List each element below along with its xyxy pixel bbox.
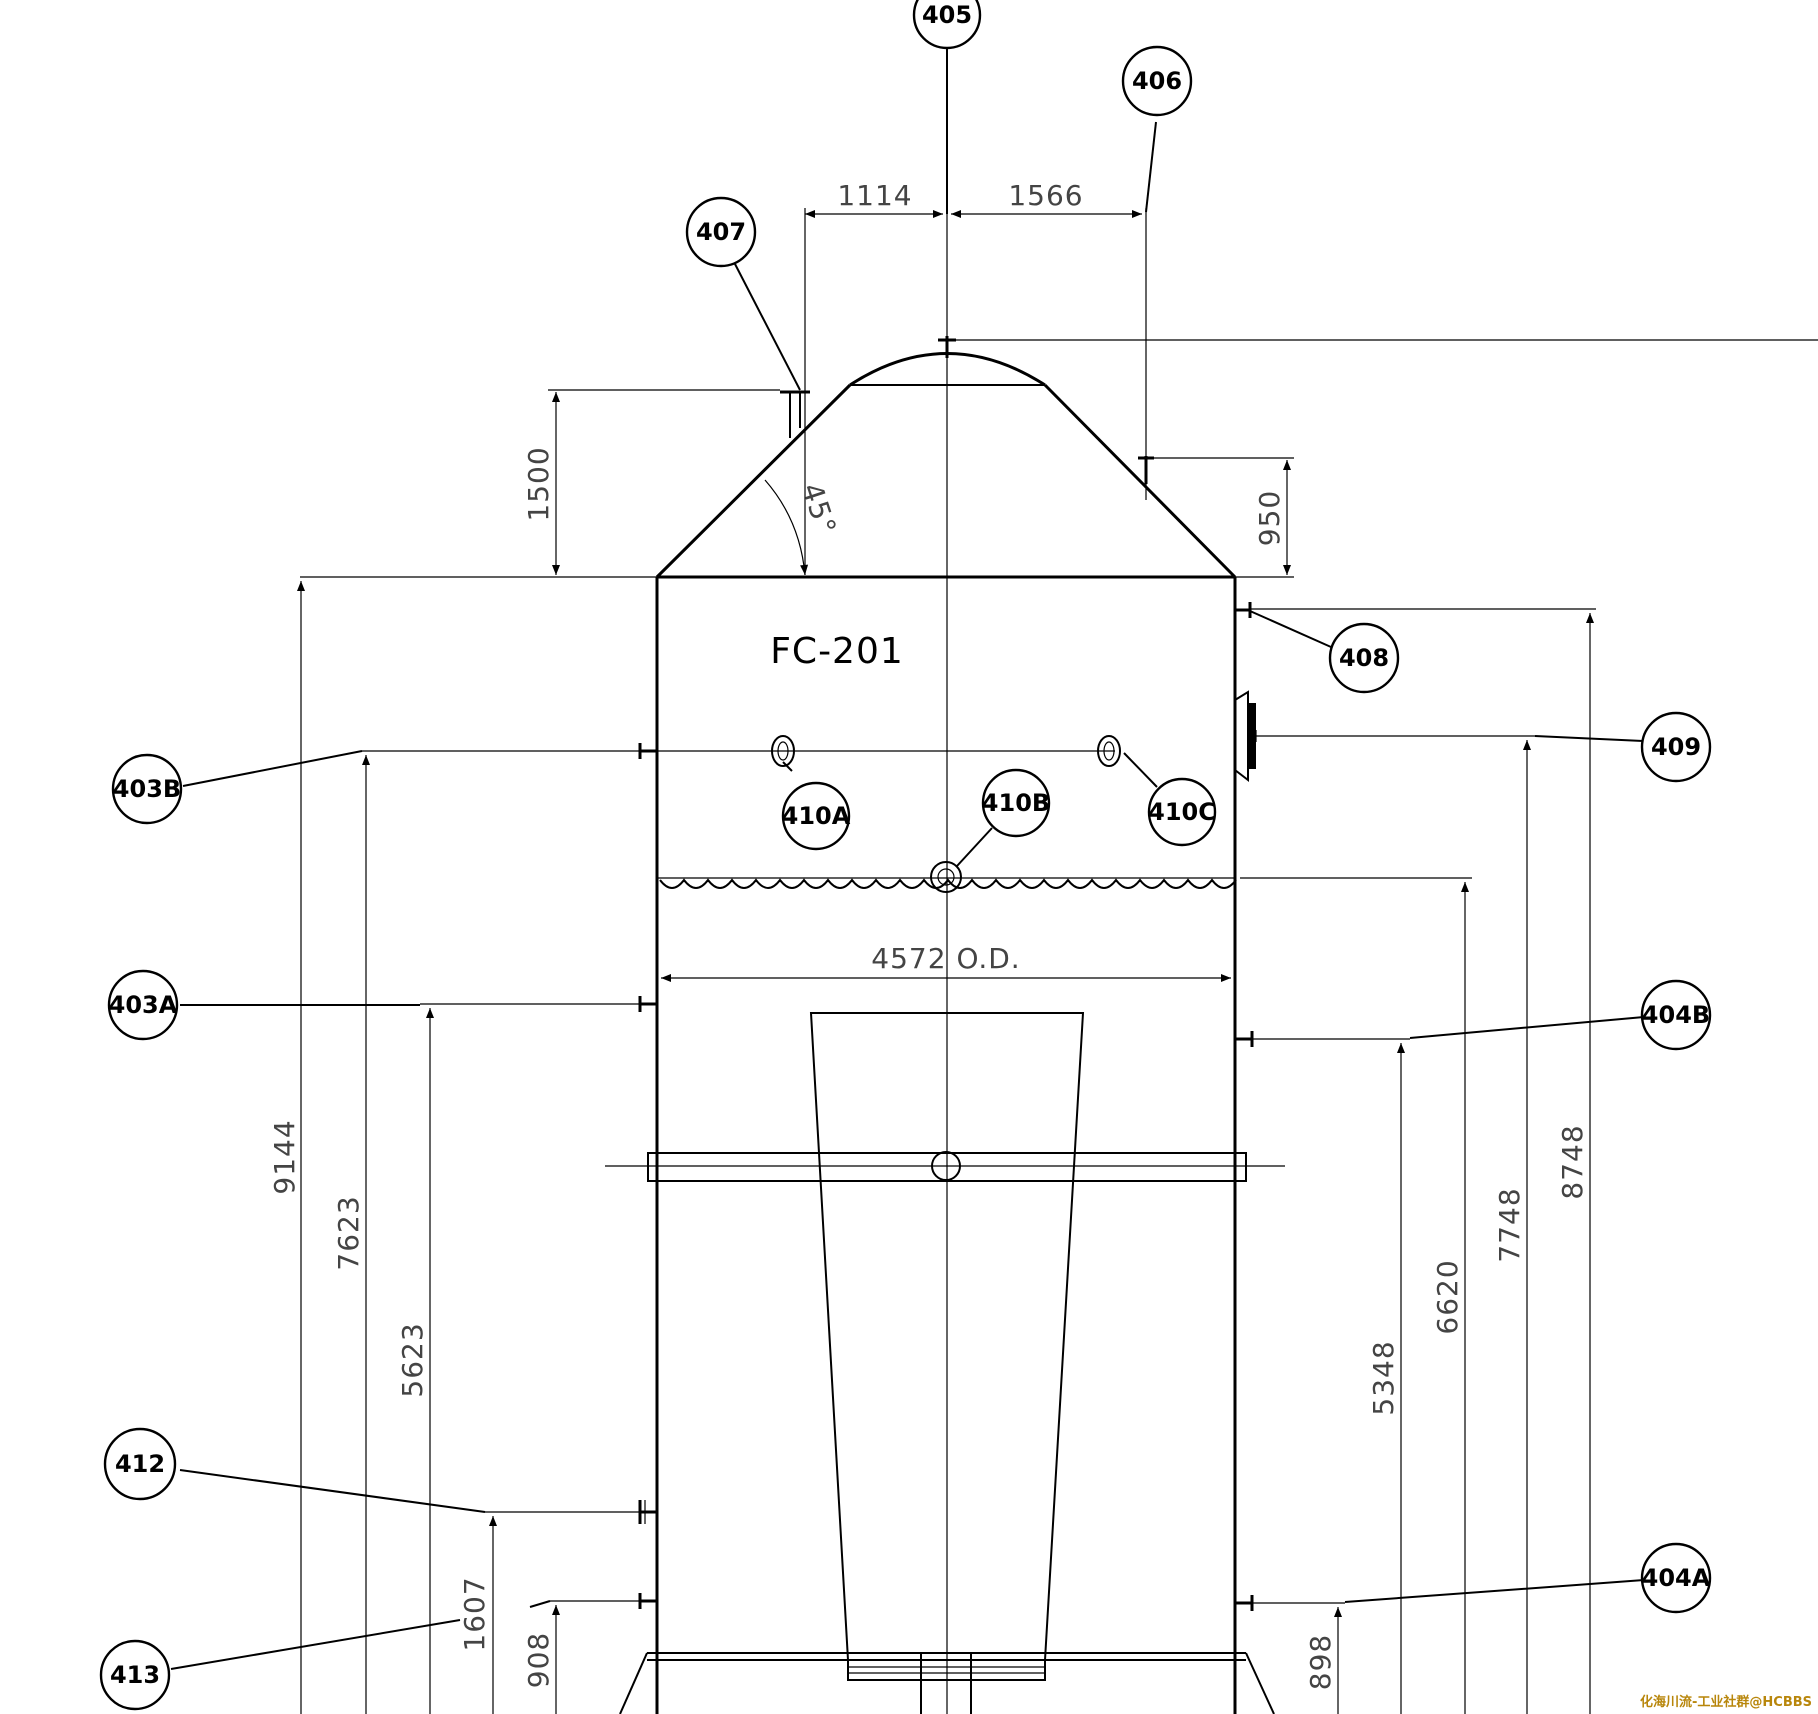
vessel-shell [655, 352, 1237, 1714]
svg-text:409: 409 [1651, 733, 1701, 761]
spray-nozzle-410b [930, 861, 962, 893]
dim-8748: 8748 [1556, 1124, 1589, 1199]
bubble-410a: 410A [782, 781, 851, 851]
dim-9144: 9144 [268, 1119, 301, 1194]
dim-od: 4572 O.D. [871, 942, 1020, 975]
dim-6620: 6620 [1431, 1259, 1464, 1334]
skirt-base [619, 1652, 1275, 1714]
bubble-413: 413 [99, 1639, 171, 1711]
spray-nozzle-410c [1097, 735, 1121, 767]
dim-1500: 1500 [522, 446, 555, 521]
manway-409 [1234, 690, 1280, 783]
equipment-tag: FC-201 [770, 631, 904, 672]
svg-text:403A: 403A [109, 991, 178, 1019]
bubble-404a: 404A [1640, 1542, 1712, 1614]
nozzle-405-stub [938, 336, 956, 358]
spray-nozzle-410a [771, 735, 795, 767]
bubble-403a: 403A [107, 969, 179, 1041]
svg-text:413: 413 [110, 1661, 160, 1689]
dim-1114: 1114 [837, 179, 912, 212]
svg-text:404B: 404B [1642, 1001, 1710, 1029]
dim-angle-45: 45° [795, 479, 843, 539]
bubble-408: 408 [1328, 622, 1400, 694]
nozzle-403b-stub [638, 743, 657, 759]
bubble-406: 406 [1121, 45, 1193, 117]
nozzle-408-stub [1235, 602, 1252, 618]
nozzle-403a-stub [638, 996, 657, 1012]
bubble-407: 407 [685, 196, 757, 268]
svg-text:407: 407 [696, 218, 746, 246]
dim-1566: 1566 [1008, 179, 1083, 212]
dim-1607: 1607 [458, 1576, 491, 1651]
bubble-412: 412 [103, 1427, 177, 1501]
dim-5623: 5623 [396, 1322, 429, 1397]
svg-text:410C: 410C [1148, 798, 1216, 826]
nozzle-404b-stub [1235, 1031, 1254, 1047]
dim-7748: 7748 [1493, 1187, 1526, 1262]
dim-950: 950 [1253, 490, 1286, 546]
svg-text:405: 405 [922, 1, 972, 29]
dim-5348: 5348 [1367, 1340, 1400, 1415]
svg-text:410A: 410A [782, 802, 851, 830]
bubble-403b: 403B [111, 753, 183, 825]
bubble-405: 405 [912, 0, 982, 50]
nozzle-412-stub [638, 1500, 657, 1524]
bubble-410b: 410B [981, 768, 1051, 838]
bubble-410c: 410C [1147, 777, 1217, 847]
svg-text:406: 406 [1132, 67, 1182, 95]
watermark: 化海川流-工业社群@HCBBS [1640, 1695, 1812, 1710]
dim-908: 908 [522, 1632, 555, 1688]
leader-lines [170, 49, 1645, 1670]
dim-898: 898 [1304, 1634, 1337, 1690]
dim-7623: 7623 [332, 1195, 365, 1270]
nozzle-413-stub [638, 1593, 657, 1609]
nozzle-404a-stub [1235, 1595, 1254, 1611]
nozzle-406-stub [1138, 456, 1154, 500]
support-beam [605, 1151, 1285, 1182]
svg-text:404A: 404A [1642, 1564, 1711, 1592]
svg-text:410B: 410B [982, 789, 1050, 817]
svg-text:408: 408 [1339, 644, 1389, 672]
bubble-409: 409 [1640, 711, 1712, 783]
svg-text:412: 412 [115, 1450, 165, 1478]
svg-text:403B: 403B [113, 775, 181, 803]
packing-surface [657, 877, 1237, 889]
bubble-404b: 404B [1640, 979, 1712, 1051]
